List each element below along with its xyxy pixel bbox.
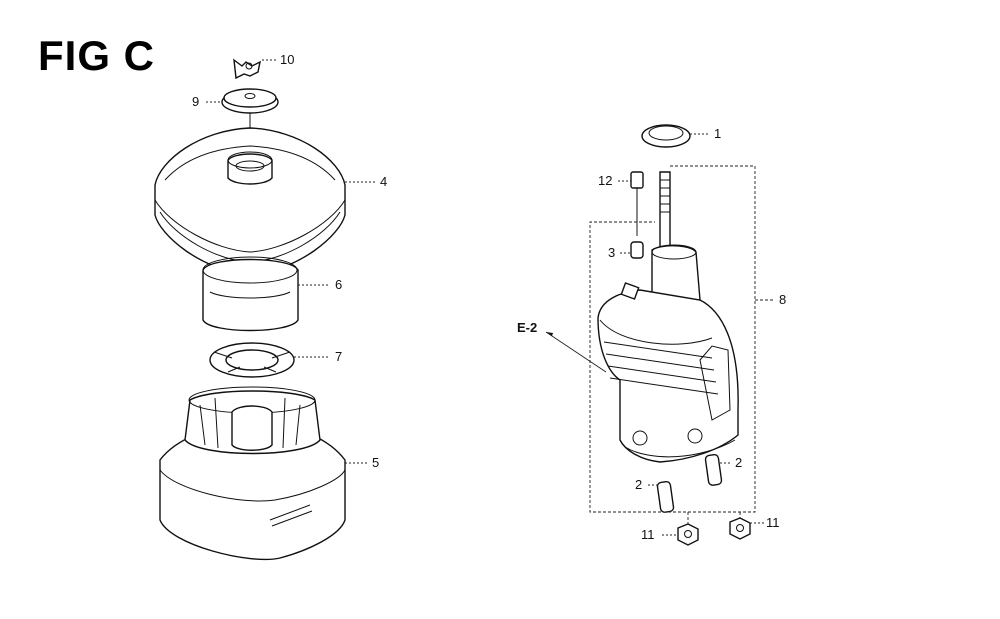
part-air-cleaner-cover [154,127,346,276]
part-dowel-pin-lower-right [704,453,723,486]
part-nut-left [677,523,699,546]
callout-4: 4 [380,174,387,189]
assembly-bracket [589,165,775,524]
part-nut-right [729,517,751,540]
callout-1: 1 [714,126,721,141]
left-leader-lines [206,59,375,464]
callout-5: 5 [372,455,379,470]
callout-7: 7 [335,349,342,364]
callout-12: 12 [598,173,612,188]
part-cap-grommet [221,88,279,114]
part-bolt [630,171,644,236]
reference-label-e2: E-2 [517,320,537,335]
part-dowel-pin [630,241,644,259]
callout-2-left: 2 [635,477,642,492]
part-grid-baffle [209,342,295,378]
part-wing-nut [233,58,261,80]
callout-11-left: 11 [641,527,655,542]
callout-labels: 10 9 4 6 7 5 1 12 3 8 2 2 11 11 E-2 [192,52,786,542]
callout-2-right: 2 [735,455,742,470]
part-filter-element [202,256,299,332]
part-cylinder [597,244,739,463]
part-gasket-ring [641,124,691,148]
callout-6: 6 [335,277,342,292]
part-dowel-pin-lower-left [656,480,675,513]
right-leader-lines [545,133,764,536]
callout-10: 10 [280,52,294,67]
part-stud [659,171,671,251]
callout-11-right: 11 [766,515,780,530]
callout-9: 9 [192,94,199,109]
figure-title: FIG C [38,32,155,79]
callout-8: 8 [779,292,786,307]
callout-3: 3 [608,245,615,260]
part-air-cleaner-case [159,386,346,561]
